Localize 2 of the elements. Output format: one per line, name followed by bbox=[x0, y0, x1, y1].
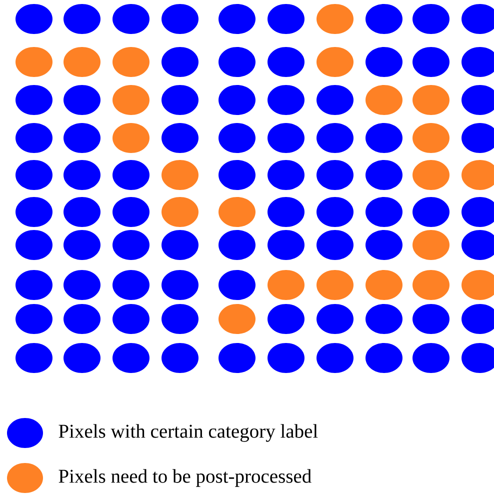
legend-label: Pixels with certain category label bbox=[58, 424, 318, 442]
legend-label: Pixels need to be post-processed bbox=[58, 469, 312, 487]
